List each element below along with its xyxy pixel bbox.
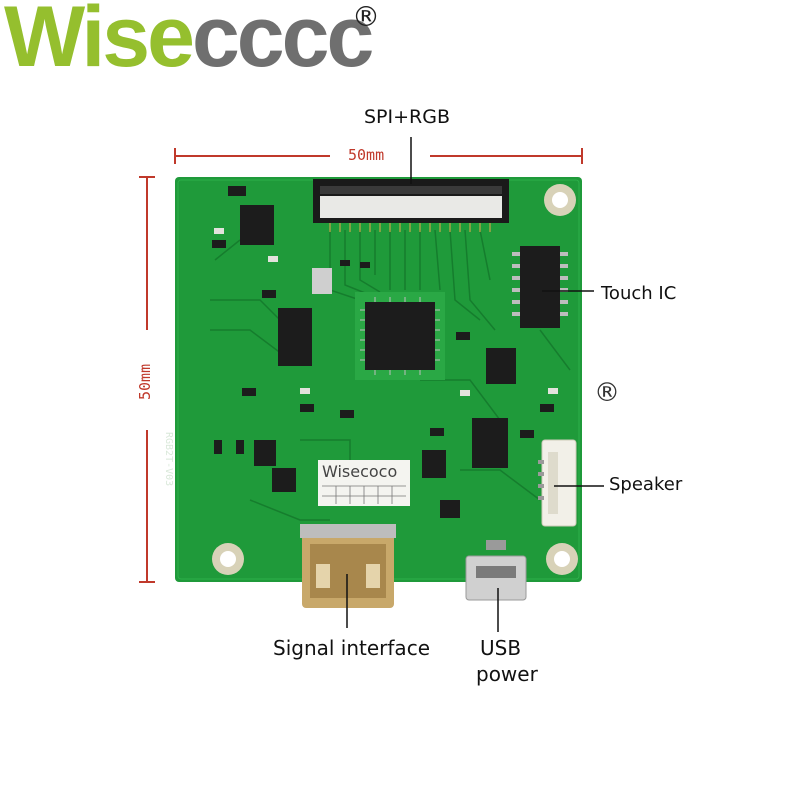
touch-ic-label: Touch IC	[601, 283, 677, 304]
board-silkscreen: RGB2T-V03	[163, 432, 174, 487]
usb-power-label-line1: USB	[480, 636, 522, 660]
main-processor-chip	[355, 292, 445, 380]
mounting-holes	[212, 184, 578, 575]
registered-mark: ®	[352, 0, 380, 33]
speaker-connector	[538, 439, 577, 527]
pointer-lines	[346, 137, 604, 632]
brand-logo: Wisecccc	[4, 0, 374, 80]
brand-logo-primary: Wise	[4, 0, 195, 85]
touch-ic-chip	[512, 246, 568, 328]
height-dimension	[139, 176, 155, 583]
usb-power-label-line2: power	[476, 662, 538, 686]
height-label: 50mm	[136, 363, 154, 400]
spi-rgb-label: SPI+RGB	[364, 106, 451, 128]
board-sticker-label: Wisecoco	[322, 462, 398, 481]
spi-rgb-connector	[313, 179, 509, 232]
support-chips	[240, 205, 516, 518]
width-label: 50mm	[348, 146, 385, 164]
signal-interface-port	[300, 524, 396, 608]
speaker-label: Speaker	[609, 474, 683, 495]
registered-mark-board: ®	[594, 378, 620, 408]
signal-interface-label: Signal interface	[273, 636, 430, 660]
brand-logo-secondary: cccc	[191, 0, 374, 85]
usb-power-port	[465, 540, 527, 601]
board-sticker	[318, 460, 410, 506]
width-dimension	[174, 148, 583, 164]
